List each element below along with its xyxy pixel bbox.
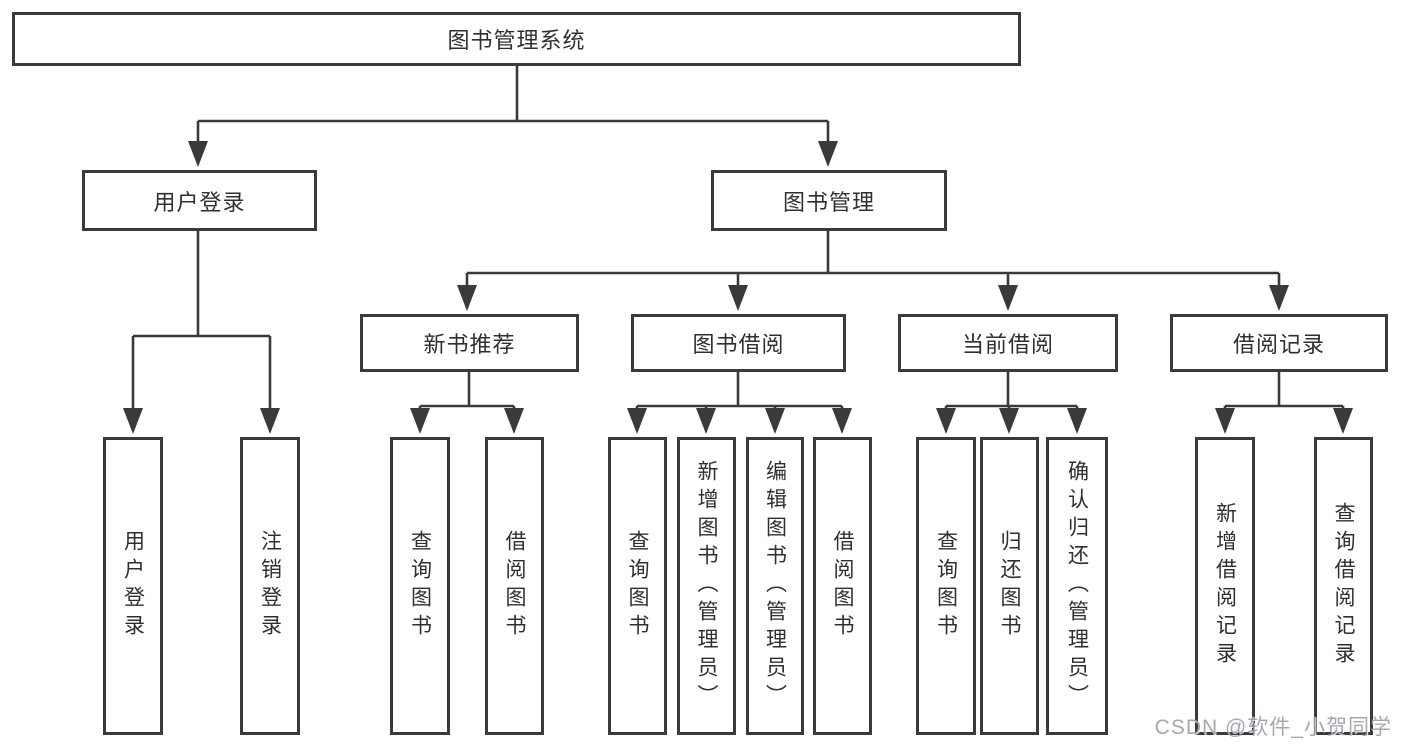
leaf-bb-add-book-admin-label: 新增图书（管理员） [695, 460, 718, 712]
leaf-bb-borrow-book-label: 借阅图书 [831, 530, 854, 642]
node-current-borrow: 当前借阅 [898, 314, 1118, 372]
leaf-cb-return-book-label: 归还图书 [998, 530, 1021, 642]
leaf-bb-edit-book-admin: 编辑图书（管理员） [746, 437, 804, 735]
node-book-borrow-label: 图书借阅 [692, 332, 785, 357]
leaf-br-add-record-label: 新增借阅记录 [1213, 502, 1237, 670]
node-new-book-recommend: 新书推荐 [360, 314, 579, 372]
leaf-bb-edit-book-admin-label: 编辑图书（管理员） [763, 460, 787, 712]
leaf-cb-query-book: 查询图书 [916, 437, 976, 735]
leaf-br-add-record: 新增借阅记录 [1195, 437, 1255, 735]
leaf-bb-add-book-admin: 新增图书（管理员） [677, 437, 736, 735]
leaf-nb-query-book-label: 查询图书 [408, 530, 432, 642]
leaf-logout: 注销登录 [240, 437, 300, 735]
leaf-user-login: 用户登录 [103, 437, 163, 735]
csdn-watermark: CSDN @软件_小贺同学 [1154, 716, 1392, 739]
node-root-system: 图书管理系统 [12, 12, 1021, 66]
leaf-br-query-record-label: 查询借阅记录 [1332, 502, 1355, 670]
leaf-bb-query-book: 查询图书 [608, 437, 667, 735]
node-user-login-label: 用户登录 [153, 189, 246, 215]
leaf-nb-borrow-book-label: 借阅图书 [503, 530, 526, 642]
node-book-mgmt: 图书管理 [711, 170, 947, 231]
node-book-mgmt-label: 图书管理 [782, 189, 875, 215]
node-book-borrow: 图书借阅 [631, 314, 846, 372]
node-borrow-record: 借阅记录 [1170, 314, 1388, 372]
node-new-book-recommend-label: 新书推荐 [423, 332, 516, 357]
leaf-bb-borrow-book: 借阅图书 [813, 437, 872, 735]
node-root-system-label: 图书管理系统 [447, 28, 586, 53]
leaf-cb-confirm-return-admin: 确认归还（管理员） [1046, 437, 1108, 735]
leaf-nb-borrow-book: 借阅图书 [485, 437, 544, 735]
leaf-nb-query-book: 查询图书 [390, 437, 450, 735]
leaf-cb-confirm-return-admin-label: 确认归还（管理员） [1065, 460, 1089, 712]
leaf-br-query-record: 查询借阅记录 [1314, 437, 1373, 735]
node-current-borrow-label: 当前借阅 [961, 332, 1054, 357]
node-user-login: 用户登录 [82, 170, 317, 231]
leaf-bb-query-book-label: 查询图书 [626, 530, 649, 642]
leaf-cb-query-book-label: 查询图书 [934, 530, 958, 642]
leaf-user-login-label: 用户登录 [121, 530, 145, 642]
leaf-logout-label: 注销登录 [258, 530, 282, 642]
node-borrow-record-label: 借阅记录 [1232, 332, 1325, 357]
leaf-cb-return-book: 归还图书 [980, 437, 1039, 735]
